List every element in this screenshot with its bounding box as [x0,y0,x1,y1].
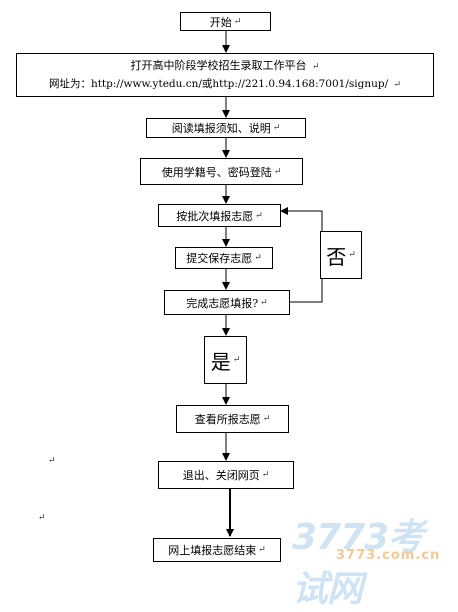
batch-fill-label: 按批次填报志愿 [176,209,254,223]
open-platform-line1: 打开高中阶段学校招生录取工作平台 [130,58,307,72]
paragraph-mark: ↵ [272,123,281,133]
paragraph-mark: ↵ [258,545,266,555]
no-label: 否 [326,244,347,269]
read-instructions-box: 阅读填报须知、说明 ↵ [146,118,306,138]
paragraph-mark: ↵ [393,79,402,90]
paragraph-mark: ↵ [311,61,320,72]
paragraph-mark: ↵ [261,470,270,480]
open-platform-box: 打开高中阶段学校招生录取工作平台 ↵ 网址为：http://www.ytedu.… [16,53,434,97]
paragraph-mark: ↵ [260,297,268,308]
batch-fill-box: 按批次填报志愿 ↵ [158,204,281,227]
no-box: 否 ↵ [320,231,362,279]
read-instructions-label: 阅读填报须知、说明 [171,122,271,135]
end-box: 网上填报志愿结束 ↵ [153,538,281,562]
yes-box: 是 ↵ [204,336,247,384]
view-choices-label: 查看所报志愿 [194,413,261,426]
exit-box: 退出、关闭网页 ↵ [158,461,294,489]
login-box: 使用学籍号、密码登陆 ↵ [140,158,303,185]
start-label: 开始 [209,15,232,29]
submit-label: 提交保存志愿 [186,252,253,265]
loop-back-line [280,207,323,303]
watermark-logo: 3773考试网 [292,517,424,610]
paragraph-mark: ↵ [233,16,242,27]
paragraph-mark: ↵ [273,166,282,177]
login-label: 使用学籍号、密码登陆 [161,165,272,179]
paragraph-mark: ↵ [232,355,241,365]
watermark-url: 3773.com.cn [336,548,441,563]
paragraph-mark: ↵ [38,513,46,523]
exit-label: 退出、关闭网页 [182,469,260,482]
paragraph-mark: ↵ [48,456,56,466]
submit-box: 提交保存志愿 ↵ [175,247,273,269]
complete-question-label: 完成志愿填报? [186,296,259,310]
paragraph-mark: ↵ [255,210,263,221]
watermark: 3773考试网 3773.com.cn [292,508,458,610]
paragraph-mark: ↵ [348,250,356,260]
paragraph-mark: ↵ [254,253,262,263]
yes-label: 是 [210,349,231,374]
complete-question-box: 完成志愿填报? ↵ [164,290,290,315]
paragraph-mark: ↵ [262,414,271,424]
view-choices-box: 查看所报志愿 ↵ [176,405,289,433]
end-label: 网上填报志愿结束 [168,544,257,557]
start-box: 开始 ↵ [180,12,271,31]
open-platform-line2: 网址为：http://www.ytedu.cn/或http://221.0.94… [48,77,389,90]
